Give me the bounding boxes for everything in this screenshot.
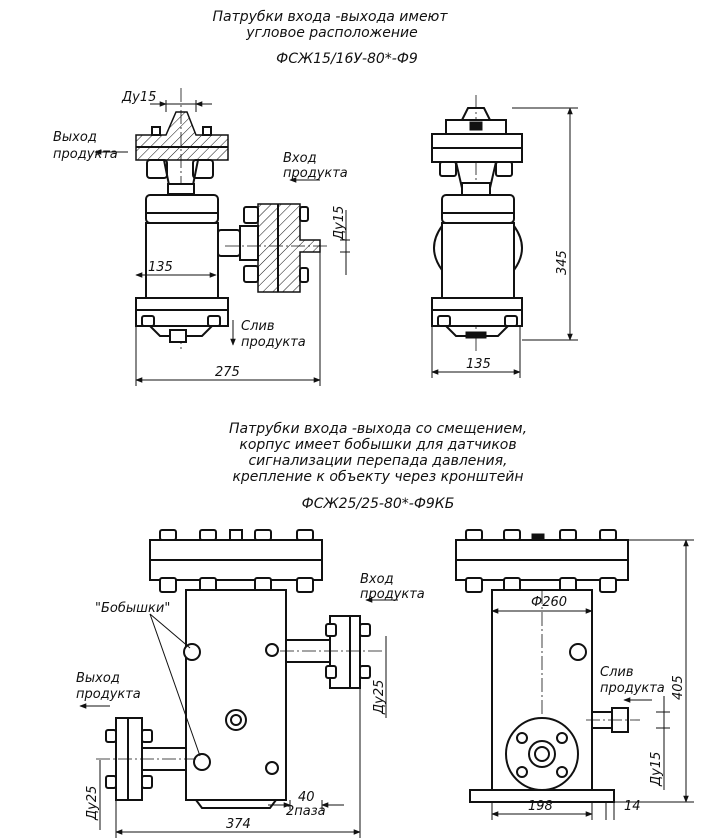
top-inlet-label-2: продукта bbox=[283, 166, 348, 181]
bottom-dim-diameter: Ф260 bbox=[531, 595, 567, 610]
top-dim-right-width: 135 bbox=[466, 357, 491, 372]
bottom-inlet-label-1: Вход bbox=[360, 572, 394, 587]
top-right-view bbox=[431, 95, 578, 378]
bottom-dn-inlet-label: Ду25 bbox=[372, 680, 387, 715]
bottom-dn-outlet-label: Ду25 bbox=[85, 786, 100, 821]
bottom-dim-offset: 14 bbox=[624, 799, 641, 814]
top-left-view bbox=[94, 88, 350, 386]
top-outlet-label-1: Выход bbox=[53, 130, 97, 145]
bottom-caption-line3: сигнализации перепада давления, bbox=[248, 453, 507, 469]
top-caption-line2: угловое расположение bbox=[245, 25, 418, 41]
bottom-left-view bbox=[79, 529, 398, 838]
top-inlet-label-1: Вход bbox=[283, 151, 317, 166]
bottom-dim-height: 405 bbox=[671, 675, 686, 700]
bottom-caption-line4: крепление к объекту через кронштейн bbox=[232, 469, 523, 485]
top-drain-label-2: продукта bbox=[241, 335, 306, 350]
bottom-dim-slot-width: 40 bbox=[298, 790, 315, 805]
top-drain-label-1: Слив bbox=[241, 319, 275, 334]
bottom-drain-label-1: Слив bbox=[600, 665, 634, 680]
top-dim-inner-width: 135 bbox=[148, 260, 173, 275]
bottom-drain-label-2: продукта bbox=[600, 681, 665, 696]
bottom-caption-line1: Патрубки входа -выхода со смещением, bbox=[229, 421, 527, 437]
top-caption-line1: Патрубки входа -выхода имеют bbox=[212, 9, 448, 25]
top-outlet-label-2: продукта bbox=[53, 147, 118, 162]
bottom-dn-drain-label: Ду15 bbox=[649, 752, 664, 787]
bottom-outlet-label-1: Выход bbox=[76, 671, 120, 686]
bottom-dim-length: 374 bbox=[226, 817, 251, 832]
top-model-label: ФСЖ15/16У-80*-Ф9 bbox=[276, 51, 418, 67]
bottom-dim-slots-count: 2паза bbox=[286, 804, 326, 819]
bottom-outlet-label-2: продукта bbox=[76, 687, 141, 702]
top-dim-total-length: 275 bbox=[215, 365, 240, 380]
bottom-bosses-label: "Бобышки" bbox=[95, 601, 170, 616]
top-dn-top-label: Ду15 bbox=[121, 90, 156, 105]
top-dim-right-height: 345 bbox=[555, 250, 570, 275]
bottom-model-label: ФСЖ25/25-80*-Ф9КБ bbox=[302, 496, 455, 512]
top-dn-side-label: Ду15 bbox=[332, 206, 347, 241]
bottom-right-view bbox=[455, 529, 694, 820]
bottom-caption-line2: корпус имеет бобышки для датчиков bbox=[239, 437, 516, 453]
bottom-dim-base: 198 bbox=[528, 799, 553, 814]
bottom-inlet-label-2: продукта bbox=[360, 587, 425, 602]
